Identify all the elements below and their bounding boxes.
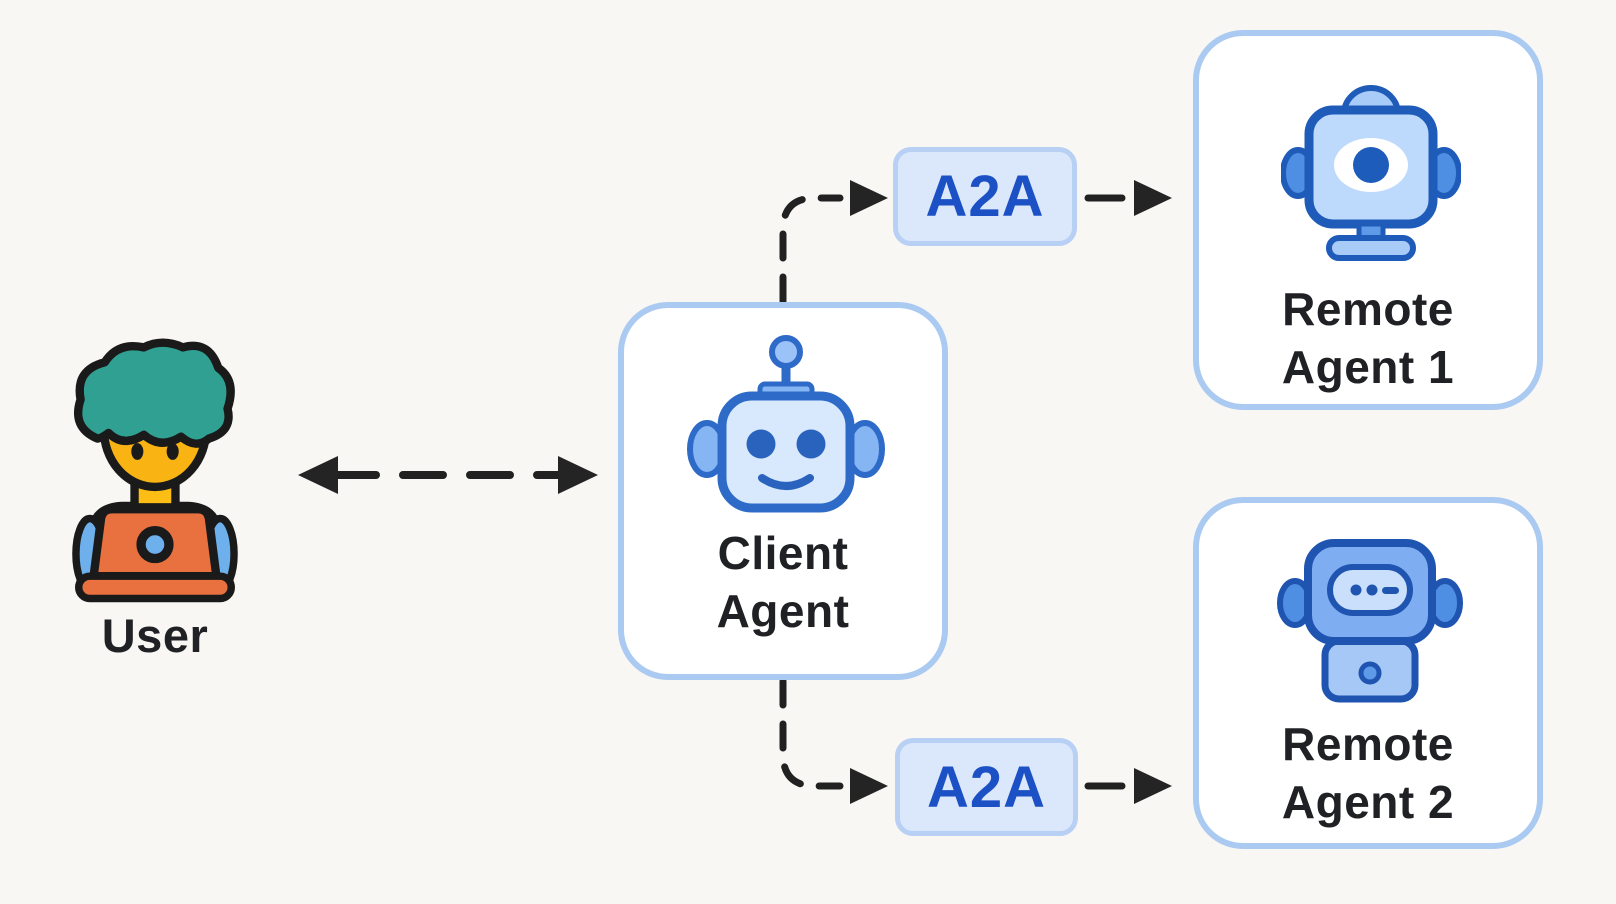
- client-to-a2a-bottom-connector: [779, 677, 844, 790]
- remote-agent-1-node: Remote Agent 1: [1193, 30, 1543, 410]
- user-label: User: [101, 609, 209, 662]
- screen-face-robot-icon: [1277, 539, 1463, 703]
- a2a-protocol-badge-top: A2A: [893, 147, 1077, 246]
- smiling-robot-face-icon: [687, 335, 885, 513]
- remote-agent-1-label: Remote Agent 1: [1281, 283, 1455, 393]
- arrowhead-into-remote1: [1134, 180, 1172, 216]
- client-agent-node: Client Agent: [618, 302, 948, 680]
- camera-eye-robot-icon: [1281, 85, 1461, 261]
- user-at-laptop-icon: [72, 338, 238, 603]
- arrowhead-right-to-client: [558, 456, 598, 494]
- a2a-protocol-badge-bottom: A2A: [895, 738, 1078, 836]
- arrowhead-into-a2a-bottom: [850, 768, 888, 804]
- arrowhead-left-to-user: [298, 456, 338, 494]
- arrowhead-into-remote2: [1134, 768, 1172, 804]
- client-to-a2a-top-connector: [779, 194, 844, 305]
- client-agent-label: Client Agent: [716, 527, 850, 637]
- remote-agent-2-node: Remote Agent 2: [1193, 497, 1543, 849]
- arrowhead-into-a2a-top: [850, 180, 888, 216]
- remote-agent-2-label: Remote Agent 2: [1281, 718, 1455, 828]
